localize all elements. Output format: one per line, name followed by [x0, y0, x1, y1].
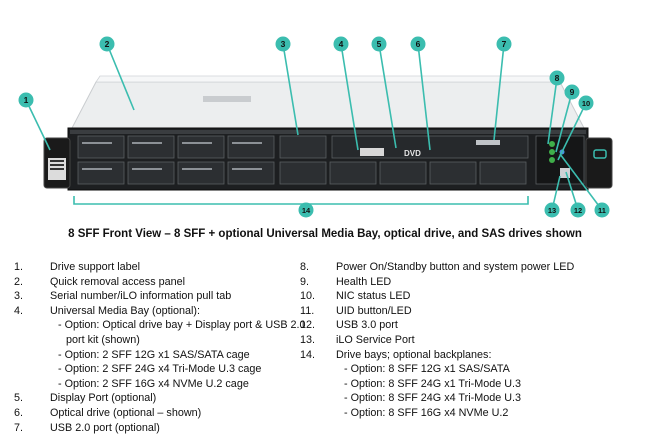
svg-text:9: 9 [570, 87, 575, 97]
callout-7: 7 [496, 36, 512, 52]
callout-14: 14 [298, 202, 314, 218]
svg-text:4: 4 [339, 39, 344, 49]
list-item: 8.Power On/Standby button and system pow… [300, 261, 575, 273]
callout-11: 11 [594, 202, 610, 218]
svg-text:2: 2 [105, 39, 110, 49]
callout-4: 4 [333, 36, 349, 52]
list-item: 4.Universal Media Bay (optional): [14, 304, 201, 317]
list-item: 2.Quick removal access panel [14, 275, 186, 288]
svg-text:14: 14 [302, 206, 311, 215]
callout-6: 6 [410, 36, 426, 52]
callout-8: 8 [549, 70, 565, 86]
svg-text:1: 1 [24, 95, 29, 105]
svg-text:3: 3 [281, 39, 286, 49]
svg-text:7: 7 [502, 39, 507, 49]
callout-list-left: 1.Drive support label 2.Quick removal ac… [14, 260, 314, 435]
callout-list-right: 8.Power On/Standby button and system pow… [300, 260, 645, 421]
callout-12: 12 [570, 202, 586, 218]
list-subitem: - Option: 8 SFF 12G x1 SAS/SATA [344, 363, 510, 376]
list-subitem: port kit (shown) [66, 333, 140, 346]
list-item: 14.Drive bays; optional backplanes: [300, 348, 492, 361]
list-item: 6.Optical drive (optional – shown) [14, 406, 202, 419]
list-item: 1.Drive support label [14, 261, 141, 273]
callout-3: 3 [275, 36, 291, 52]
callout-10: 10 [578, 95, 594, 111]
list-subitem: - Option: 8 SFF 16G x4 NVMe U.2 [344, 406, 509, 419]
svg-text:10: 10 [582, 99, 590, 108]
list-subitem: - Option: 2 SFF 16G x4 NVMe U.2 cage [58, 377, 249, 390]
list-subitem: - Option: 2 SFF 24G x4 Tri-Mode U.3 cage [58, 363, 262, 376]
svg-text:6: 6 [416, 39, 421, 49]
callout-5: 5 [371, 36, 387, 52]
list-item: 13.iLO Service Port [300, 333, 415, 346]
list-item: 10.NIC status LED [300, 290, 411, 303]
list-item: 7.USB 2.0 port (optional) [14, 421, 160, 434]
svg-text:11: 11 [598, 206, 606, 215]
list-item: 3.Serial number/iLO information pull tab [14, 290, 232, 303]
list-subitem: - Option: Optical drive bay + Display po… [58, 319, 306, 332]
figure-caption: 8 SFF Front View – 8 SFF + optional Univ… [68, 228, 582, 240]
list-item: 9.Health LED [300, 275, 392, 288]
list-subitem: - Option: 2 SFF 12G x1 SAS/SATA cage [58, 348, 250, 361]
callout-13: 13 [544, 202, 560, 218]
list-item: 5.Display Port (optional) [14, 392, 157, 405]
svg-text:8: 8 [555, 73, 560, 83]
svg-text:5: 5 [377, 39, 382, 49]
list-subitem: - Option: 8 SFF 24G x4 Tri-Mode U.3 [344, 392, 522, 405]
list-item: 11.UID button/LED [300, 304, 412, 317]
list-item: 12.USB 3.0 port [300, 319, 398, 332]
callout-2: 2 [99, 36, 115, 52]
callout-1: 1 [18, 92, 34, 108]
dvd-logo-text: DVD [404, 149, 421, 158]
svg-text:12: 12 [574, 206, 582, 215]
callout-9: 9 [564, 84, 580, 100]
list-subitem: - Option: 8 SFF 24G x1 Tri-Mode U.3 [344, 377, 522, 390]
svg-text:13: 13 [548, 206, 556, 215]
